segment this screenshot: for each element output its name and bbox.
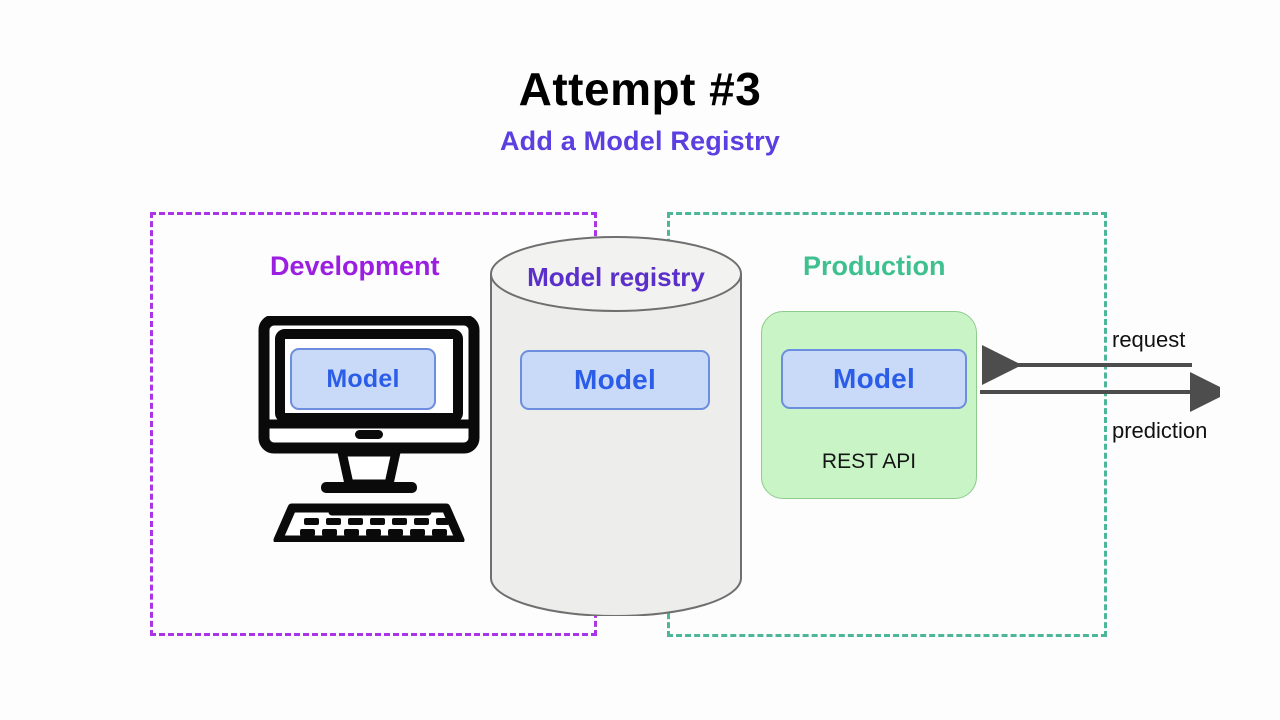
model-chip-development: Model — [290, 348, 436, 410]
model-registry-label: Model registry — [527, 262, 705, 292]
zone-label-production: Production — [803, 251, 946, 281]
page-subtitle: Add a Model Registry — [499, 126, 781, 156]
rest-api-label: REST API — [821, 450, 917, 473]
model-chip-production: Model — [781, 349, 967, 409]
request-prediction-arrows — [980, 345, 1220, 412]
model-chip-registry: Model — [520, 350, 710, 410]
zone-label-development: Development — [270, 251, 440, 281]
arrow-label-request: request — [1112, 327, 1186, 352]
arrow-label-prediction: prediction — [1112, 418, 1208, 443]
model-registry-cylinder — [490, 236, 742, 616]
page-title: Attempt #3 — [518, 63, 762, 115]
